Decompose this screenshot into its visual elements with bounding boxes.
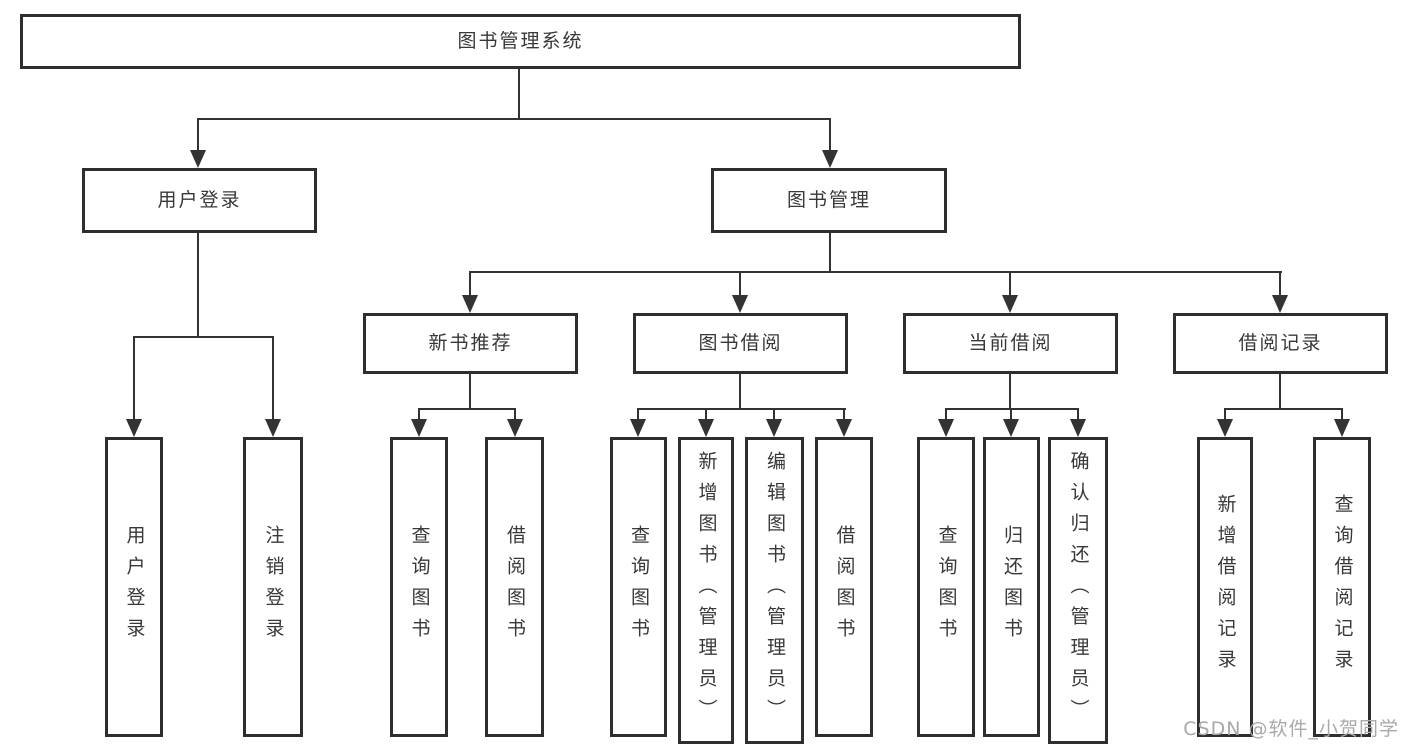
connector-line	[272, 338, 274, 420]
node-leaf-return-books: 归还图书	[983, 437, 1040, 737]
connector-line	[1077, 410, 1079, 421]
node-leaf-newbook-query-books: 查询图书	[390, 437, 448, 737]
connector-line	[1009, 273, 1011, 296]
node-user-login-label: 用户登录	[157, 189, 242, 211]
node-leaf-user-login-label: 用户登录	[123, 525, 146, 649]
arrowhead-down-icon	[630, 419, 646, 437]
arrowhead-down-icon	[698, 419, 714, 437]
node-leaf-borrowing-query-books-label: 查询图书	[628, 525, 650, 649]
connector-line	[1279, 374, 1281, 409]
connector-line	[1224, 410, 1226, 421]
node-leaf-newbook-borrow-books: 借阅图书	[485, 437, 544, 737]
connector-line	[418, 408, 516, 410]
arrowhead-down-icon	[190, 150, 206, 168]
node-book-borrowing: 图书借阅	[633, 313, 848, 374]
arrowhead-down-icon	[732, 295, 748, 313]
connector-line	[739, 374, 741, 409]
arrowhead-down-icon	[766, 419, 782, 437]
arrowhead-down-icon	[411, 419, 427, 437]
node-leaf-add-books-admin: 新增图书（管理员）	[678, 437, 734, 744]
node-leaf-return-books-label: 归还图书	[1001, 525, 1023, 649]
connector-line	[637, 410, 639, 421]
arrowhead-down-icon	[507, 419, 523, 437]
connector-line	[197, 233, 199, 337]
node-leaf-confirm-return-admin-label: 确认归还（管理员）	[1067, 451, 1090, 730]
node-leaf-borrowing-borrow-books-label: 借阅图书	[833, 525, 856, 649]
connector-line	[637, 408, 846, 410]
connector-line	[773, 410, 775, 421]
connector-line	[518, 69, 520, 118]
node-borrowing-records: 借阅记录	[1173, 313, 1388, 374]
connector-line	[197, 120, 199, 152]
node-leaf-borrowing-borrow-books: 借阅图书	[815, 437, 873, 737]
node-leaf-newbook-query-books-label: 查询图书	[408, 525, 431, 649]
arrowhead-down-icon	[1272, 295, 1288, 313]
connector-line	[945, 410, 947, 421]
arrowhead-down-icon	[462, 295, 478, 313]
arrowhead-down-icon	[1002, 295, 1018, 313]
connector-line	[469, 374, 471, 409]
node-leaf-add-borrow-record: 新增借阅记录	[1197, 437, 1253, 737]
arrowhead-down-icon	[836, 419, 852, 437]
connector-line	[843, 410, 845, 421]
node-leaf-edit-books-admin-label: 编辑图书（管理员）	[764, 451, 786, 730]
connector-line	[705, 410, 707, 421]
arrowhead-down-icon	[938, 419, 954, 437]
node-leaf-confirm-return-admin: 确认归还（管理员）	[1048, 437, 1108, 744]
node-leaf-add-books-admin-label: 新增图书（管理员）	[695, 451, 718, 730]
connector-line	[133, 338, 135, 420]
node-book-borrowing-label: 图书借阅	[698, 332, 783, 354]
connector-line	[1010, 410, 1012, 421]
arrowhead-down-icon	[822, 150, 838, 168]
connector-line	[1341, 410, 1343, 421]
node-book-management-label: 图书管理	[786, 189, 871, 211]
node-leaf-add-borrow-record-label: 新增借阅记录	[1214, 494, 1237, 680]
connector-line	[469, 273, 471, 296]
node-current-borrowing-label: 当前借阅	[968, 332, 1053, 354]
arrowhead-down-icon	[126, 419, 142, 437]
connector-line	[829, 120, 831, 152]
csdn-watermark: CSDN @软件_小贺同学	[1183, 718, 1399, 740]
connector-line	[1009, 374, 1011, 409]
node-leaf-current-query-books-label: 查询图书	[935, 525, 958, 649]
node-leaf-query-borrow-record: 查询借阅记录	[1313, 437, 1371, 737]
arrowhead-down-icon	[1334, 419, 1350, 437]
node-leaf-borrowing-query-books: 查询图书	[610, 437, 667, 737]
connector-line	[739, 273, 741, 296]
connector-line	[197, 118, 831, 120]
node-leaf-logout: 注销登录	[243, 437, 303, 737]
arrowhead-down-icon	[1217, 419, 1233, 437]
connector-line	[1279, 273, 1281, 296]
connector-line	[514, 410, 516, 421]
connector-line	[469, 271, 1282, 273]
connector-line	[829, 233, 831, 272]
node-leaf-edit-books-admin: 编辑图书（管理员）	[745, 437, 804, 744]
connector-line	[133, 336, 274, 338]
node-leaf-logout-label: 注销登录	[262, 525, 285, 649]
node-library-management-system: 图书管理系统	[20, 14, 1021, 69]
connector-line	[945, 408, 1079, 410]
node-new-book-recommend-label: 新书推荐	[428, 332, 513, 354]
node-current-borrowing: 当前借阅	[903, 313, 1118, 374]
node-book-management: 图书管理	[711, 168, 947, 233]
node-leaf-query-borrow-record-label: 查询借阅记录	[1331, 494, 1354, 680]
node-leaf-current-query-books: 查询图书	[917, 437, 975, 737]
node-leaf-newbook-borrow-books-label: 借阅图书	[504, 525, 526, 649]
node-user-login: 用户登录	[82, 168, 317, 233]
arrowhead-down-icon	[265, 419, 281, 437]
node-new-book-recommend: 新书推荐	[363, 313, 578, 374]
connector-line	[418, 410, 420, 421]
arrowhead-down-icon	[1070, 419, 1086, 437]
node-leaf-user-login: 用户登录	[105, 437, 163, 737]
node-library-management-system-label: 图书管理系统	[457, 30, 584, 52]
node-borrowing-records-label: 借阅记录	[1238, 332, 1323, 354]
connector-line	[1224, 408, 1343, 410]
arrowhead-down-icon	[1003, 419, 1019, 437]
